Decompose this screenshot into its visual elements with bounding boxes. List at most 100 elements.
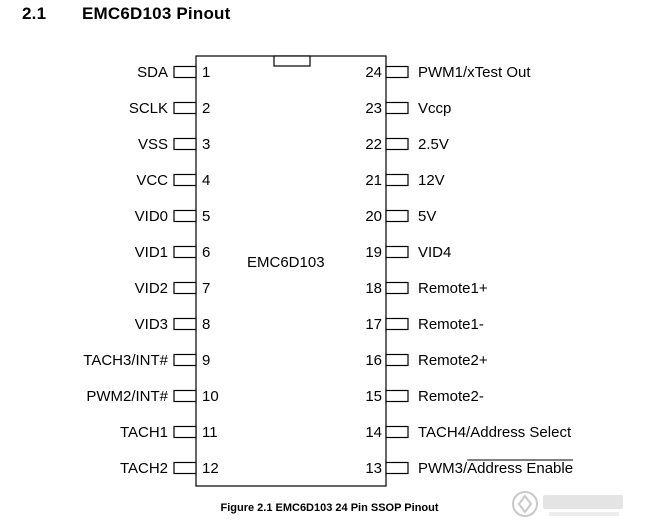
pin-8-lead xyxy=(173,317,197,331)
pin-20-name: 5V xyxy=(418,208,436,225)
pin-19-lead xyxy=(385,245,409,259)
pin-18-name: Remote1+ xyxy=(418,280,488,297)
pin-10: PWM2/INT# 10 xyxy=(86,388,218,405)
pin-21: 21 12V xyxy=(365,172,444,189)
section-title: EMC6D103 Pinout xyxy=(82,4,231,23)
pin-3-name: VSS xyxy=(138,136,168,153)
pin-24-number: 24 xyxy=(365,64,382,81)
pin-19-number: 19 xyxy=(365,244,382,261)
chip-notch xyxy=(273,55,311,67)
pin-5-name: VID0 xyxy=(135,208,168,225)
pin-11: TACH1 11 xyxy=(120,424,218,441)
pin-24-name: PWM1/xTest Out xyxy=(418,64,531,81)
pin-22-name: 2.5V xyxy=(418,136,449,153)
pin-4-name: VCC xyxy=(136,172,168,189)
pin-14: 14 TACH4/Address Select xyxy=(365,424,572,441)
pin-9-name: TACH3/INT# xyxy=(83,352,168,369)
pin-23-lead xyxy=(385,101,409,115)
chip-body xyxy=(195,55,387,487)
pin-21-lead xyxy=(385,173,409,187)
pin-4-lead xyxy=(173,173,197,187)
pin-5-lead xyxy=(173,209,197,223)
pin-10-number: 10 xyxy=(202,388,219,405)
figure-caption: Figure 2.1 EMC6D103 24 Pin SSOP Pinout xyxy=(220,502,439,514)
pin-17-name: Remote1- xyxy=(418,316,484,333)
pin-13-name: PWM3/Address Enable xyxy=(418,460,573,477)
pin-11-name: TACH1 xyxy=(120,424,168,441)
pin-10-name: PWM2/INT# xyxy=(86,388,168,405)
pin-21-name: 12V xyxy=(418,172,445,189)
pin-3-lead xyxy=(173,137,197,151)
pin-11-number: 11 xyxy=(202,424,218,441)
pin-16-lead xyxy=(385,353,409,367)
pin-2: SCLK 2 xyxy=(129,100,211,117)
pin-1: SDA 1 xyxy=(137,64,210,81)
section-heading: 2.1 EMC6D103 Pinout xyxy=(22,4,230,24)
pin-13-number: 13 xyxy=(365,460,382,477)
pin-9: TACH3/INT# 9 xyxy=(83,352,210,369)
pin-16-name: Remote2+ xyxy=(418,352,488,369)
pin-15-lead xyxy=(385,389,409,403)
pin-2-number: 2 xyxy=(202,100,210,117)
pin-24-lead xyxy=(385,65,409,79)
pin-6-number: 6 xyxy=(202,244,210,261)
pin-9-lead xyxy=(173,353,197,367)
pin-4-number: 4 xyxy=(202,172,210,189)
pin-7-name: VID2 xyxy=(135,280,168,297)
pin-6-lead xyxy=(173,245,197,259)
section-number: 2.1 xyxy=(22,4,47,23)
pin-13-lead xyxy=(385,461,409,475)
pin-8-number: 8 xyxy=(202,316,210,333)
pin-16: 16 Remote2+ xyxy=(365,352,488,369)
pin-5: VID0 5 xyxy=(135,208,211,225)
pin-9-number: 9 xyxy=(202,352,210,369)
pin-10-lead xyxy=(173,389,197,403)
pin-3: VSS 3 xyxy=(138,136,210,153)
pin-5-number: 5 xyxy=(202,208,210,225)
pin-3-number: 3 xyxy=(202,136,210,153)
pin-19: 19 VID4 xyxy=(365,244,451,261)
pin-20-lead xyxy=(385,209,409,223)
logo-watermark-icon xyxy=(512,491,623,517)
pin-21-number: 21 xyxy=(365,172,382,189)
pin-1-number: 1 xyxy=(202,64,210,81)
pin-23-name: Vccp xyxy=(418,100,451,117)
pin-12-number: 12 xyxy=(202,460,219,477)
pin-15-name: Remote2- xyxy=(418,388,484,405)
chip-label: EMC6D103 xyxy=(247,254,325,271)
pin-18-lead xyxy=(385,281,409,295)
pin-17-number: 17 xyxy=(365,316,382,333)
pin-2-name: SCLK xyxy=(129,100,168,117)
pin-1-name: SDA xyxy=(137,64,168,81)
pin-11-lead xyxy=(173,425,197,439)
pin-16-number: 16 xyxy=(365,352,382,369)
pin-12: TACH2 12 xyxy=(120,460,219,477)
pin-8-name: VID3 xyxy=(135,316,168,333)
pin-23-number: 23 xyxy=(365,100,382,117)
pin-7-lead xyxy=(173,281,197,295)
pin-12-name: TACH2 xyxy=(120,460,168,477)
pin-14-lead xyxy=(385,425,409,439)
pin-15-number: 15 xyxy=(365,388,382,405)
pin-20: 20 5V xyxy=(365,208,436,225)
pin-7-number: 7 xyxy=(202,280,210,297)
pin-4: VCC 4 xyxy=(136,172,210,189)
pin-22-lead xyxy=(385,137,409,151)
pin-8: VID3 8 xyxy=(135,316,211,333)
pin-19-name: VID4 xyxy=(418,244,451,261)
pin-2-lead xyxy=(173,101,197,115)
pin-14-number: 14 xyxy=(365,424,382,441)
pin-20-number: 20 xyxy=(365,208,382,225)
pin-6-name: VID1 xyxy=(135,244,168,261)
pin-17-lead xyxy=(385,317,409,331)
pin-14-name: TACH4/Address Select xyxy=(418,424,572,441)
pin-12-lead xyxy=(173,461,197,475)
pin-6: VID1 6 xyxy=(135,244,211,261)
pin-23: 23 Vccp xyxy=(365,100,451,117)
pin-17: 17 Remote1- xyxy=(365,316,484,333)
